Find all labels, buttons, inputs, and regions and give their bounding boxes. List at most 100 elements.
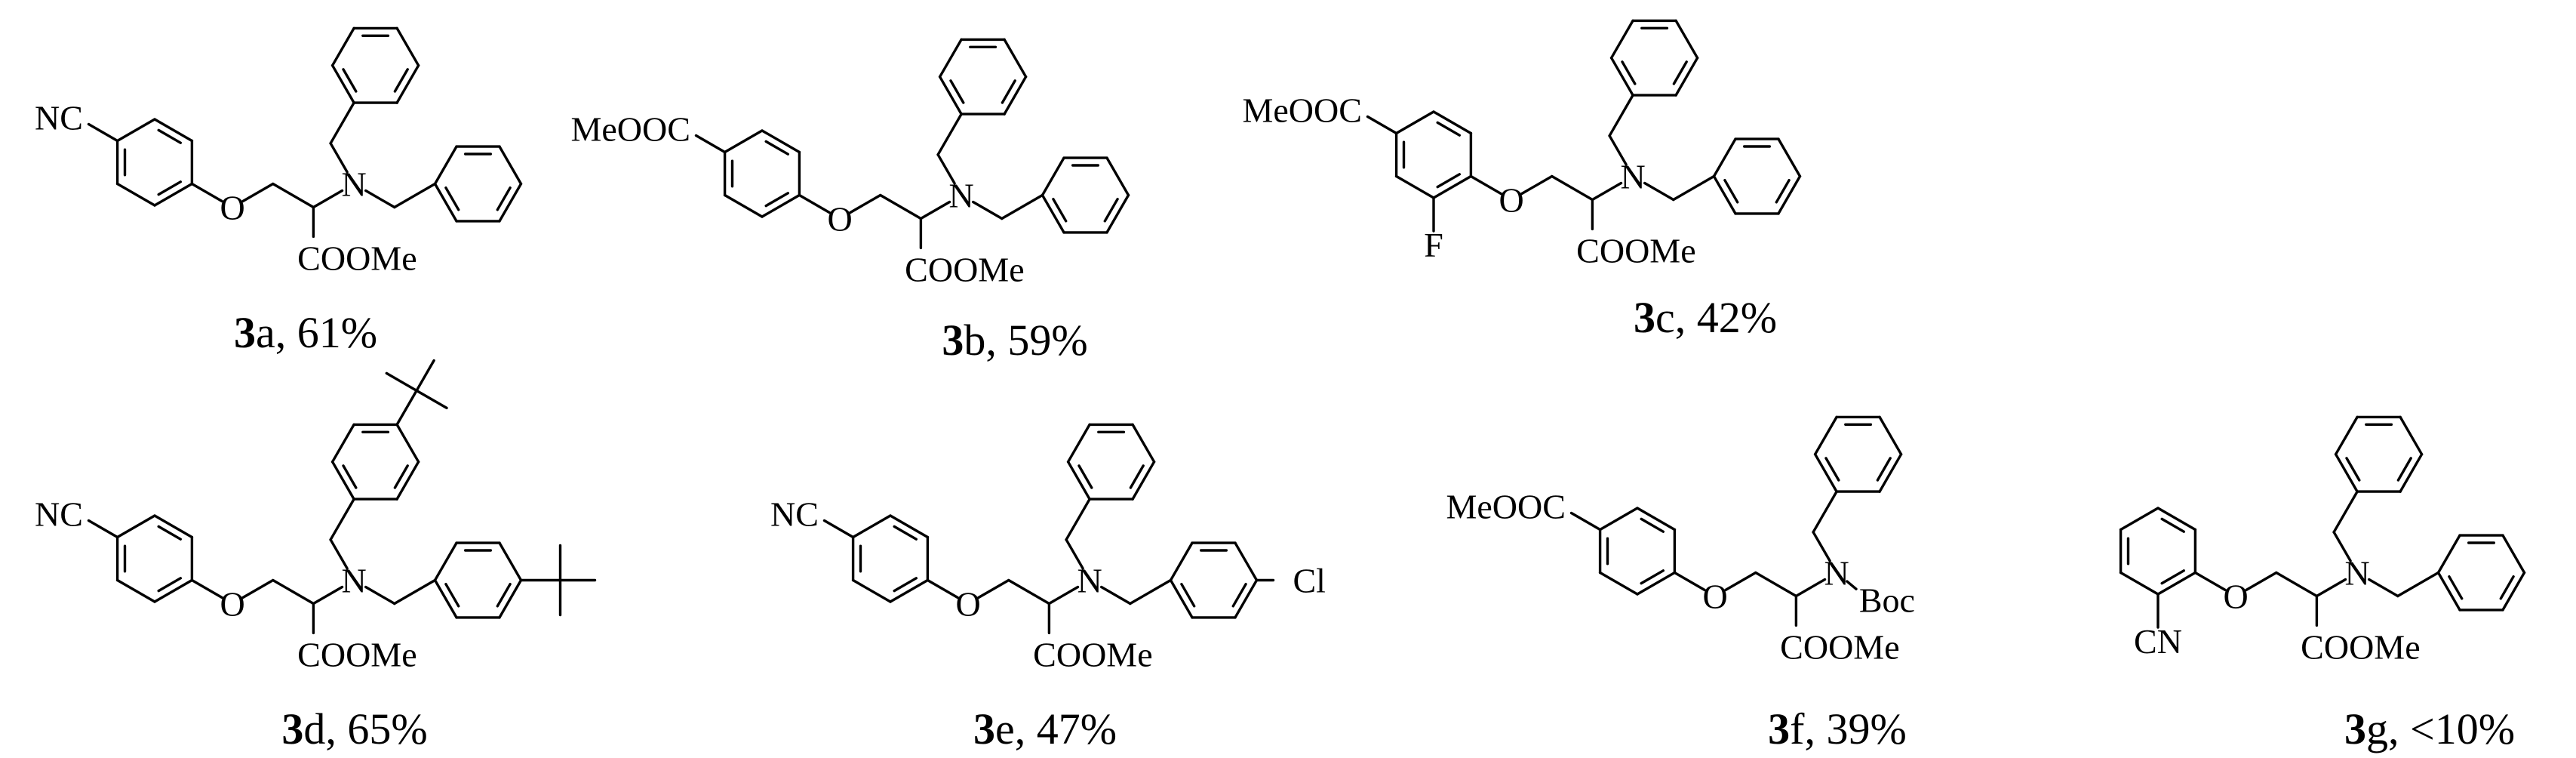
n-ch2-bond	[1065, 538, 1084, 570]
ring-bond	[153, 514, 194, 539]
benzyl-bond	[1812, 490, 1838, 534]
ring-bond	[330, 423, 355, 464]
ester-group: COOMe	[297, 239, 417, 277]
ring-double-bond	[1001, 79, 1016, 104]
n-ch2-bond	[2332, 531, 2352, 562]
ring-bond	[1131, 461, 1156, 501]
ester-group: COOMe	[1780, 627, 1899, 666]
ring-double-bond	[157, 577, 183, 593]
compound-letter: c	[1655, 293, 1675, 342]
compound-number: 3	[1634, 293, 1655, 342]
benzyl-ring	[433, 541, 523, 619]
nitrile-group: CN	[2134, 622, 2182, 661]
ring-bond	[498, 541, 523, 582]
benzyl-ring	[2436, 534, 2526, 612]
ring-bond	[115, 578, 156, 603]
o-ch2-bond	[1724, 571, 1757, 592]
ch2-ch-bond	[879, 193, 923, 220]
ether-oxygen: O	[220, 189, 244, 227]
compound-yield: 42%	[1697, 293, 1777, 342]
ring-bond	[1712, 174, 1737, 215]
aryl-o-bond	[1469, 174, 1502, 196]
ring-double-bond	[342, 464, 358, 489]
ring-bond	[498, 182, 523, 223]
compound-yield: 61%	[297, 308, 377, 357]
ether-oxygen: O	[2223, 578, 2248, 616]
n-ch2-bond	[364, 189, 396, 209]
n-ch2-bond	[329, 538, 349, 570]
aryl-o-bond	[190, 578, 223, 599]
n-ch2-bond	[2367, 578, 2399, 598]
ch2-ch-bond	[272, 182, 315, 209]
ring-bond	[2156, 507, 2197, 532]
aryl-o-bond	[2193, 571, 2227, 592]
ring-double-bond	[1640, 569, 1665, 585]
ring-double-bond	[496, 583, 512, 608]
ring-double-bond	[1640, 517, 1665, 533]
ring-bond	[498, 578, 523, 619]
o-ch2-bond	[2245, 571, 2278, 592]
ring-bond	[1394, 174, 1435, 199]
ring-double-bond	[1723, 178, 1739, 204]
ether-oxygen: O	[1499, 181, 1523, 220]
benzyl-bond	[1001, 193, 1044, 220]
benzyl-bond	[1065, 498, 1091, 541]
ring-bond	[330, 63, 355, 104]
ring-bond	[1432, 174, 1473, 199]
n-ch2-bond	[1099, 585, 1132, 605]
tbu-methyl	[415, 389, 448, 410]
o-ch2-bond	[977, 578, 1010, 599]
nitrile-group: NC	[770, 495, 819, 534]
ring-bond	[2119, 507, 2159, 532]
ring-double-bond	[2160, 517, 2186, 533]
ring-bond	[433, 145, 458, 186]
n-ch2-bond	[1608, 134, 1628, 166]
ring-bond	[1878, 453, 1903, 493]
ring-bond	[115, 514, 156, 539]
compound-caption: 3a, 61%	[234, 308, 377, 357]
benzyl-ring	[433, 145, 523, 223]
fluoro-group: F	[1424, 226, 1443, 264]
ring-bond	[1394, 110, 1435, 135]
o-ch2-bond	[241, 182, 275, 203]
ch-n-bond	[1591, 181, 1623, 202]
ring-bond	[1878, 415, 1903, 456]
caption-separator: ,	[1015, 704, 1037, 753]
aryl-o-bond	[926, 578, 959, 599]
ch2-ch-bond	[1007, 578, 1051, 605]
ch-n-bond	[312, 585, 344, 605]
ring-bond	[1609, 19, 1634, 60]
n-boc-bond	[1846, 580, 1858, 590]
compound-number: 3	[973, 704, 995, 753]
methyl-ester-group: MeOOC	[1446, 488, 1565, 526]
ch2-ch-bond	[272, 578, 315, 605]
benzyl-bond	[329, 498, 355, 541]
nitrile-group: NC	[35, 99, 83, 137]
ring-bond	[2436, 571, 2461, 612]
ring-bond	[1777, 174, 1802, 215]
caption-separator: ,	[1675, 293, 1697, 342]
ester-group: COOMe	[1033, 635, 1152, 673]
ring-bond	[1777, 137, 1802, 178]
ring-bond	[330, 461, 355, 501]
aryl-substituent-bond	[87, 122, 119, 143]
compound-number: 3	[942, 316, 964, 365]
ring-double-bond	[157, 525, 183, 541]
compound-letter: b	[964, 316, 985, 365]
benzyl-bond	[1129, 578, 1173, 605]
aryl-ring	[1598, 507, 1677, 596]
ring-double-bond	[1052, 198, 1068, 223]
aryl-substituent-bond	[1569, 511, 1602, 532]
ring-bond	[1813, 453, 1838, 493]
ring-bond	[1234, 541, 1259, 582]
compound-caption: 3g, <10%	[2344, 704, 2515, 753]
methyl-ester-group: MeOOC	[1242, 91, 1361, 130]
ring-double-bond	[2448, 575, 2464, 600]
ring-double-bond	[1672, 60, 1688, 85]
